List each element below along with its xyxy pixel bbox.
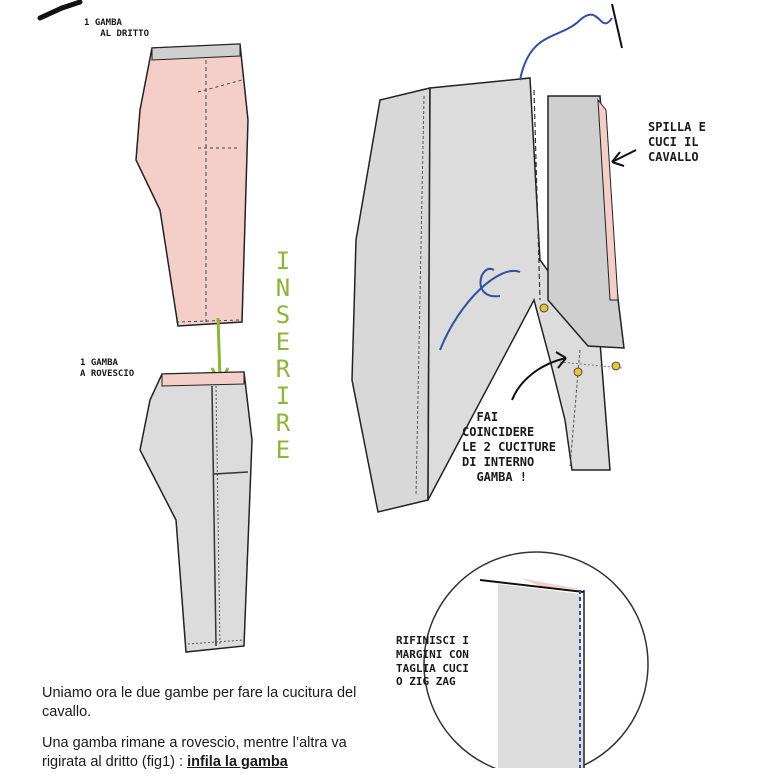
label-leg-right: 1 GAMBA AL DRITTO: [84, 18, 150, 40]
thread: [439, 3, 623, 351]
insert-letter: E: [275, 436, 291, 464]
arrow-icon: [511, 351, 567, 401]
detail-circle: [423, 551, 649, 768]
gray-leg: [139, 371, 253, 653]
needle-icon: [611, 3, 623, 49]
pin-icon: [539, 303, 623, 377]
insert-letter: I: [275, 247, 291, 275]
paragraph: Uniamo ora le due gambe per fare la cuci…: [42, 685, 357, 720]
insert-letter: E: [275, 328, 291, 356]
label-match-seams: FAI COINCIDERE LE 2 CUCITURE DI INTERNO …: [462, 410, 556, 484]
insert-letter: R: [275, 409, 291, 437]
instructions-text: Uniamo ora le due gambe per fare la cuci…: [42, 684, 382, 784]
illustration: [37, 0, 649, 768]
paragraph: Una gamba rimane a rovescio, mentre l’al…: [42, 735, 347, 770]
label-leg-wrong: 1 GAMBA A ROVESCIO: [80, 358, 135, 380]
arrow-icon: [611, 149, 637, 167]
large-pants: [351, 77, 625, 513]
insert-letter: N: [275, 274, 291, 302]
label-pin-sew: SPILLA E CUCI IL CAVALLO: [648, 120, 706, 164]
insert-letter: I: [275, 382, 291, 410]
insert-letter: S: [275, 301, 291, 329]
brush-stroke: [37, 0, 83, 21]
pink-leg: [135, 43, 249, 327]
insert-label: I N S E R I R E: [268, 248, 298, 464]
label-finish-edges: RIFINISCI I MARGINI CON TAGLIA CUCI O ZI…: [396, 634, 469, 689]
insert-letter: R: [275, 355, 291, 383]
